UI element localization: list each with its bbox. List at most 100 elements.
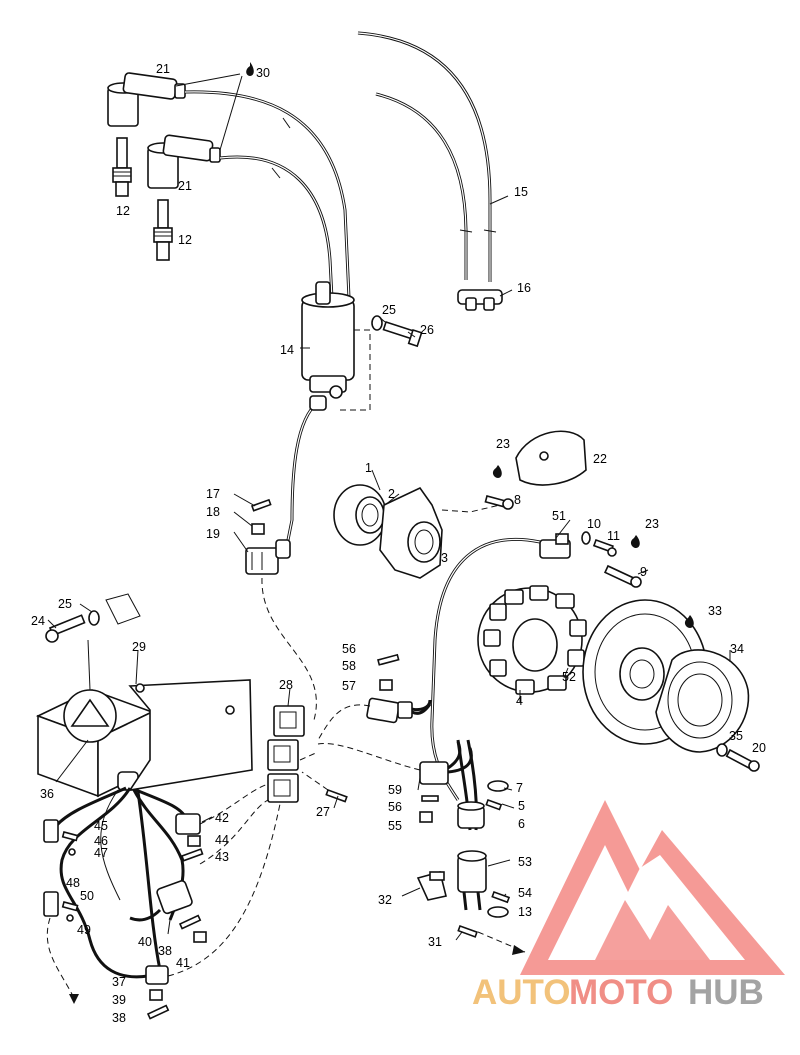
callout-27: 27 xyxy=(316,805,330,819)
callout-47: 47 xyxy=(94,846,108,860)
callout-12b: 12 xyxy=(178,233,192,247)
terminal-31 xyxy=(457,924,526,955)
coil-lead xyxy=(286,395,327,541)
callout-23b: 23 xyxy=(645,517,659,531)
oil-drop-icon xyxy=(246,62,254,76)
callout-33: 33 xyxy=(708,604,722,618)
down-arrow xyxy=(69,994,79,1004)
leader-37-28 xyxy=(167,803,281,977)
detail-circle xyxy=(63,639,117,743)
callout-labels: 21 30 21 12 12 15 16 25 26 14 23 22 1 2 … xyxy=(31,62,766,1025)
callout-45: 45 xyxy=(94,819,108,833)
callout-58: 58 xyxy=(342,659,356,673)
connector-48 xyxy=(43,891,79,922)
spark-plugs xyxy=(112,137,173,261)
leader-42-28 xyxy=(199,783,269,825)
screw-24 xyxy=(45,593,141,643)
callout-10: 10 xyxy=(587,517,601,531)
connector-40 xyxy=(129,880,193,922)
callout-15: 15 xyxy=(514,185,528,199)
callout-38b: 38 xyxy=(112,1011,126,1025)
callout-13: 13 xyxy=(518,905,532,919)
callout-55: 55 xyxy=(388,819,402,833)
trigger-housing-3 xyxy=(379,486,501,579)
terminal-56-58 xyxy=(377,653,400,691)
callout-37: 37 xyxy=(112,975,126,989)
watermark-moto: MOTO xyxy=(569,973,673,1012)
ignition-coil-14 xyxy=(301,281,371,411)
callout-38a: 38 xyxy=(158,944,172,958)
leader-57-28 xyxy=(317,704,371,741)
screw-9 xyxy=(603,564,642,588)
callout-9: 9 xyxy=(640,565,647,579)
connector-6 xyxy=(457,801,485,829)
callout-32: 32 xyxy=(378,893,392,907)
connector-19 xyxy=(245,539,291,575)
callout-36: 36 xyxy=(40,787,54,801)
connector-53 xyxy=(457,850,487,911)
callout-41: 41 xyxy=(176,956,190,970)
callout-56a: 56 xyxy=(342,642,356,656)
callout-16: 16 xyxy=(517,281,531,295)
callout-19: 19 xyxy=(206,527,220,541)
callout-8: 8 xyxy=(514,493,521,507)
callout-6: 6 xyxy=(518,817,525,831)
callout-14: 14 xyxy=(280,343,294,357)
callout-31: 31 xyxy=(428,935,442,949)
callout-26: 26 xyxy=(420,323,434,337)
callout-2: 2 xyxy=(388,487,395,501)
screw-8 xyxy=(484,465,514,510)
callout-25a: 25 xyxy=(382,303,396,317)
leader-28-29 xyxy=(299,751,319,761)
callout-57: 57 xyxy=(342,679,356,693)
starter-ring-34 xyxy=(655,649,750,753)
callout-30: 30 xyxy=(256,66,270,80)
oil-seal-1-2 xyxy=(333,484,387,546)
flywheel-bolt-20 xyxy=(716,743,760,772)
callout-25b: 25 xyxy=(58,597,72,611)
stator-4 xyxy=(477,585,587,695)
terminal-44-43 xyxy=(180,835,204,862)
callout-4: 4 xyxy=(516,694,523,708)
terminal-56b-55 xyxy=(419,795,439,823)
callout-11: 11 xyxy=(607,529,620,543)
terminal-54-13 xyxy=(487,890,511,918)
leader-43-28 xyxy=(199,799,269,865)
leader-19-28 xyxy=(261,577,317,721)
callout-7: 7 xyxy=(516,781,523,795)
connector-42 xyxy=(175,813,201,835)
callout-44: 44 xyxy=(215,833,229,847)
wire-clip-16 xyxy=(457,289,503,311)
relay-connectors-28 xyxy=(267,705,305,803)
callout-56b: 56 xyxy=(388,800,402,814)
callout-40: 40 xyxy=(138,935,152,949)
leader-down-arrow xyxy=(46,917,75,999)
cover-22 xyxy=(515,430,587,486)
callout-48: 48 xyxy=(66,876,80,890)
callout-54: 54 xyxy=(518,886,532,900)
callout-50: 50 xyxy=(80,889,94,903)
callout-52: 52 xyxy=(562,670,576,684)
long-wires-15 xyxy=(357,31,497,282)
terminal-27 xyxy=(301,771,348,803)
connector-57 xyxy=(366,697,432,724)
callout-18: 18 xyxy=(206,505,220,519)
callout-20: 20 xyxy=(752,741,766,755)
callout-28: 28 xyxy=(279,678,293,692)
callout-53: 53 xyxy=(518,855,532,869)
callout-24: 24 xyxy=(31,614,45,628)
bracket-32 xyxy=(416,871,447,901)
watermark-text: AUTO MOTO HUB xyxy=(472,973,764,1012)
callout-12a: 12 xyxy=(116,204,130,218)
callout-1: 1 xyxy=(365,461,372,475)
callout-59: 59 xyxy=(388,783,402,797)
callout-51: 51 xyxy=(552,509,566,523)
callout-35: 35 xyxy=(729,729,743,743)
terminal-38-41 xyxy=(178,914,207,943)
callout-39: 39 xyxy=(112,993,126,1007)
callout-46: 46 xyxy=(94,834,108,848)
watermark-hub: HUB xyxy=(688,973,764,1012)
leader-lines xyxy=(47,73,731,941)
watermark-logo-mark xyxy=(520,800,785,975)
callout-43: 43 xyxy=(215,850,229,864)
